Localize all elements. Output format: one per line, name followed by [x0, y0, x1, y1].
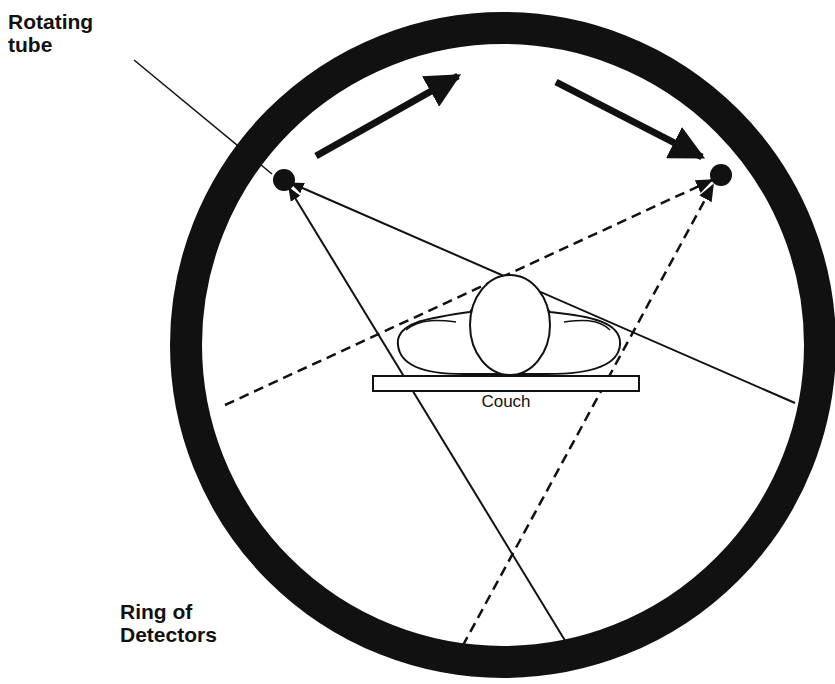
patient-body [398, 276, 620, 374]
patient-shoulder [406, 320, 610, 330]
x-ray-tube [273, 169, 295, 191]
part-label: Rotating tube [8, 10, 118, 56]
couch-label: Couch [372, 392, 640, 412]
leader-line [134, 60, 272, 174]
beam-line [289, 188, 572, 652]
couch-board [372, 375, 640, 392]
couch-box: Couch [372, 375, 640, 412]
part-label: Ring of Detectors [120, 600, 240, 646]
x-ray-tube [710, 164, 732, 186]
rotation-arrow [316, 76, 458, 156]
beam-line-dashed [455, 185, 713, 660]
detector-ring [186, 28, 820, 662]
patient-head [470, 275, 550, 375]
rotation-arrow [556, 82, 702, 157]
beam-line [291, 183, 795, 403]
beam-line-dashed [225, 180, 712, 405]
